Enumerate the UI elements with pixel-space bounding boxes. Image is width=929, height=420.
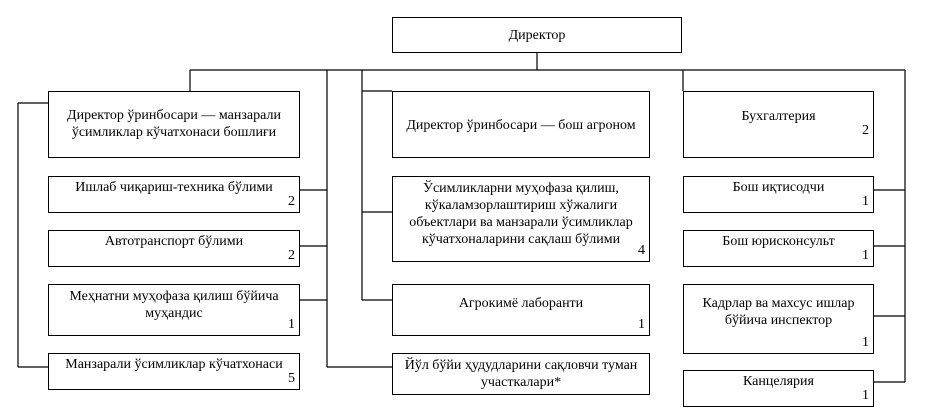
deputy-agronomist-box: Директор ўринбосари — бош агроном (392, 91, 650, 158)
labor-safety-label: Меҳнатни муҳофаза қилиш бўйича муҳандис (69, 289, 279, 321)
chancellery-box: Канцелярия 1 (683, 370, 874, 407)
chief-legal-label: Бош юрисконсульт (722, 234, 835, 249)
production-dept-box: Ишлаб чиқариш-техника бўлими 2 (48, 176, 300, 213)
hr-inspector-label: Кадрлар ва махсус ишлар бўйича инспектор (702, 296, 855, 328)
nursery-box: Манзарали ўсимликлар кўчатхонаси 5 (48, 353, 300, 390)
chancellery-label: Канцелярия (743, 374, 814, 389)
nursery-label: Манзарали ўсимликлар кўчатхонаси (65, 357, 283, 372)
agrochem-lab-box: Агрокимё лаборанти 1 (392, 284, 650, 336)
chancellery-count: 1 (862, 388, 869, 403)
nursery-count: 5 (288, 371, 295, 386)
deputy-nursery-label: Директор ўринбосари — манзарали ўсимликл… (67, 108, 281, 140)
hr-inspector-box: Кадрлар ва махсус ишлар бўйича инспектор… (683, 284, 874, 354)
labor-safety-box: Меҳнатни муҳофаза қилиш бўйича муҳандис … (48, 284, 300, 336)
autotransport-dept-count: 2 (288, 248, 295, 263)
chief-legal-count: 1 (862, 248, 869, 263)
deputy-agronomist-label: Директор ўринбосари — бош агроном (406, 118, 636, 133)
plant-protection-dept-count: 4 (638, 243, 645, 258)
plant-protection-dept-label: Ўсимликларни муҳофаза қилиш, кўкаламзорл… (409, 181, 633, 247)
accounting-box: Бухгалтерия 2 (683, 91, 874, 158)
production-dept-label: Ишлаб чиқариш-техника бўлими (75, 180, 273, 195)
agrochem-lab-count: 1 (638, 317, 645, 332)
chief-economist-box: Бош иқтисодчи 1 (683, 176, 874, 213)
chief-economist-count: 1 (862, 194, 869, 209)
agrochem-lab-label: Агрокимё лаборанти (458, 296, 584, 311)
chief-economist-label: Бош иқтисодчи (732, 180, 825, 195)
accounting-label: Бухгалтерия (741, 109, 816, 124)
hr-inspector-count: 1 (862, 335, 869, 350)
plant-protection-dept-box: Ўсимликларни муҳофаза қилиш, кўкаламзорл… (392, 176, 650, 262)
chief-legal-box: Бош юрисконсульт 1 (683, 230, 874, 267)
roadside-units-box: Йўл бўйи ҳудудларини сақловчи туман учас… (392, 353, 650, 395)
accounting-count: 2 (862, 123, 869, 138)
autotransport-dept-label: Автотранспорт бўлими (104, 234, 244, 249)
deputy-nursery-box: Директор ўринбосари — манзарали ўсимликл… (48, 91, 300, 158)
autotransport-dept-box: Автотранспорт бўлими 2 (48, 230, 300, 267)
director-label: Директор (508, 28, 566, 43)
director-box: Директор (392, 17, 682, 53)
labor-safety-count: 1 (288, 317, 295, 332)
roadside-units-label: Йўл бўйи ҳудудларини сақловчи туман учас… (404, 358, 638, 390)
production-dept-count: 2 (288, 194, 295, 209)
